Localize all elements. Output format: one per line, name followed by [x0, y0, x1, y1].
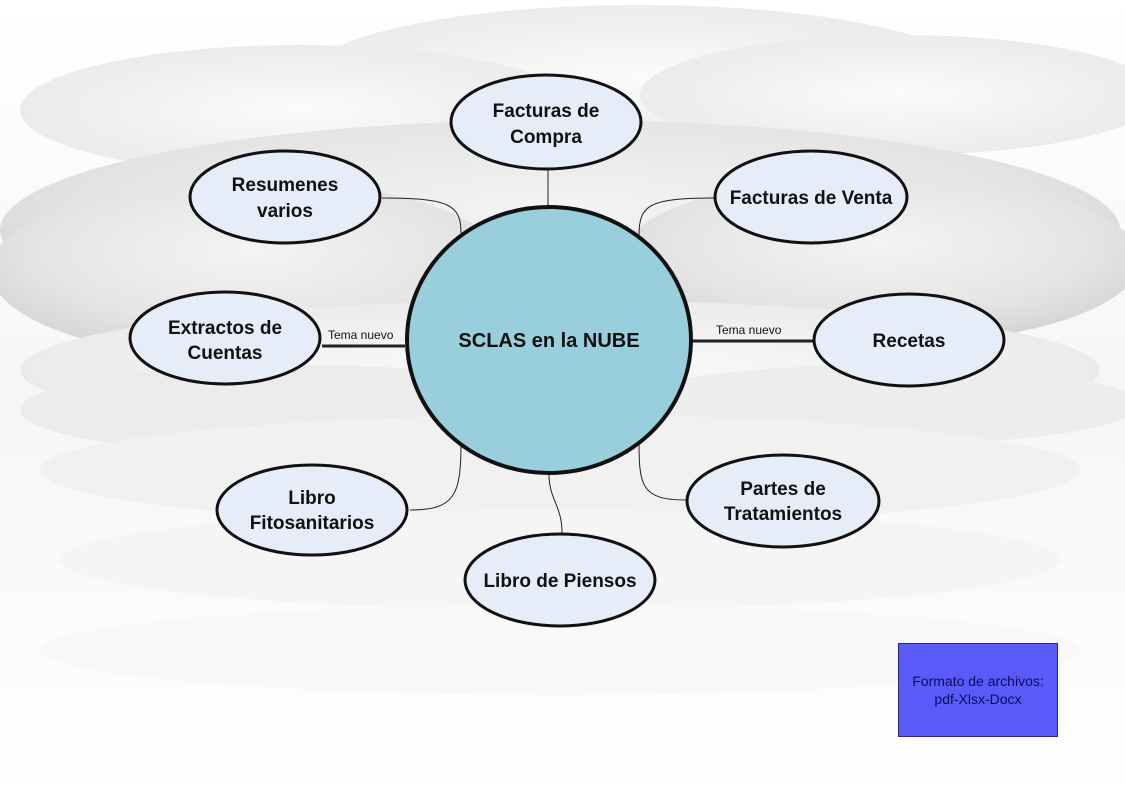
topic-label-line: Resumenes — [232, 175, 339, 196]
connectors — [322, 170, 813, 534]
topic-node-libro-piensos[interactable]: Libro de Piensos — [463, 532, 657, 628]
topic-label-line: Facturas de Venta — [730, 188, 893, 209]
topic-node-resumenes-varios[interactable]: Resumenes varios — [188, 149, 382, 245]
topic-node-facturas-venta[interactable]: Facturas de Venta — [713, 149, 909, 245]
connector-resumenes-varios — [381, 197, 462, 234]
topic-node-extractos-cuentas[interactable]: Extractos de Cuentas — [128, 290, 322, 386]
topic-label-line: Recetas — [873, 331, 946, 352]
topic-node-libro-fitosanitarios[interactable]: Libro Fitosanitarios — [215, 463, 409, 557]
topic-label-line: Libro de Piensos — [483, 571, 636, 592]
topic-label-line: Partes de — [740, 479, 826, 500]
file-format-note-line: pdf-Xlsx-Docx — [934, 691, 1022, 707]
file-format-note-line: Formato de archivos: — [912, 673, 1044, 689]
topic-label-line: Tratamientos — [724, 504, 842, 525]
topic-node-recetas[interactable]: Recetas — [812, 292, 1006, 388]
topic-label-line: Extractos de — [168, 318, 282, 339]
topic-node-partes-tratamientos[interactable]: Partes de Tratamientos — [685, 453, 881, 549]
topic-label-line: Compra — [510, 127, 582, 148]
topic-node-facturas-compra[interactable]: Facturas de Compra — [449, 73, 643, 171]
connector-partes-tratamientos — [638, 437, 687, 501]
connector-libro-piensos — [548, 473, 563, 534]
topic-label-line: varios — [257, 201, 313, 222]
central-topic[interactable]: SCLAS en la NUBE — [405, 205, 693, 475]
link-label-right: Tema nuevo — [716, 323, 782, 337]
file-format-note: Formato de archivos: pdf-Xlsx-Docx — [898, 643, 1058, 737]
topic-label-line: Libro — [288, 488, 336, 509]
link-label-left: Tema nuevo — [328, 328, 394, 342]
connector-libro-fitosanitarios — [409, 442, 462, 511]
topic-label-line: Cuentas — [188, 343, 263, 364]
topic-label-line: Fitosanitarios — [250, 513, 375, 534]
topic-label-line: Facturas de — [493, 101, 600, 122]
central-topic-label: SCLAS en la NUBE — [458, 330, 639, 352]
connector-facturas-venta — [638, 197, 716, 237]
